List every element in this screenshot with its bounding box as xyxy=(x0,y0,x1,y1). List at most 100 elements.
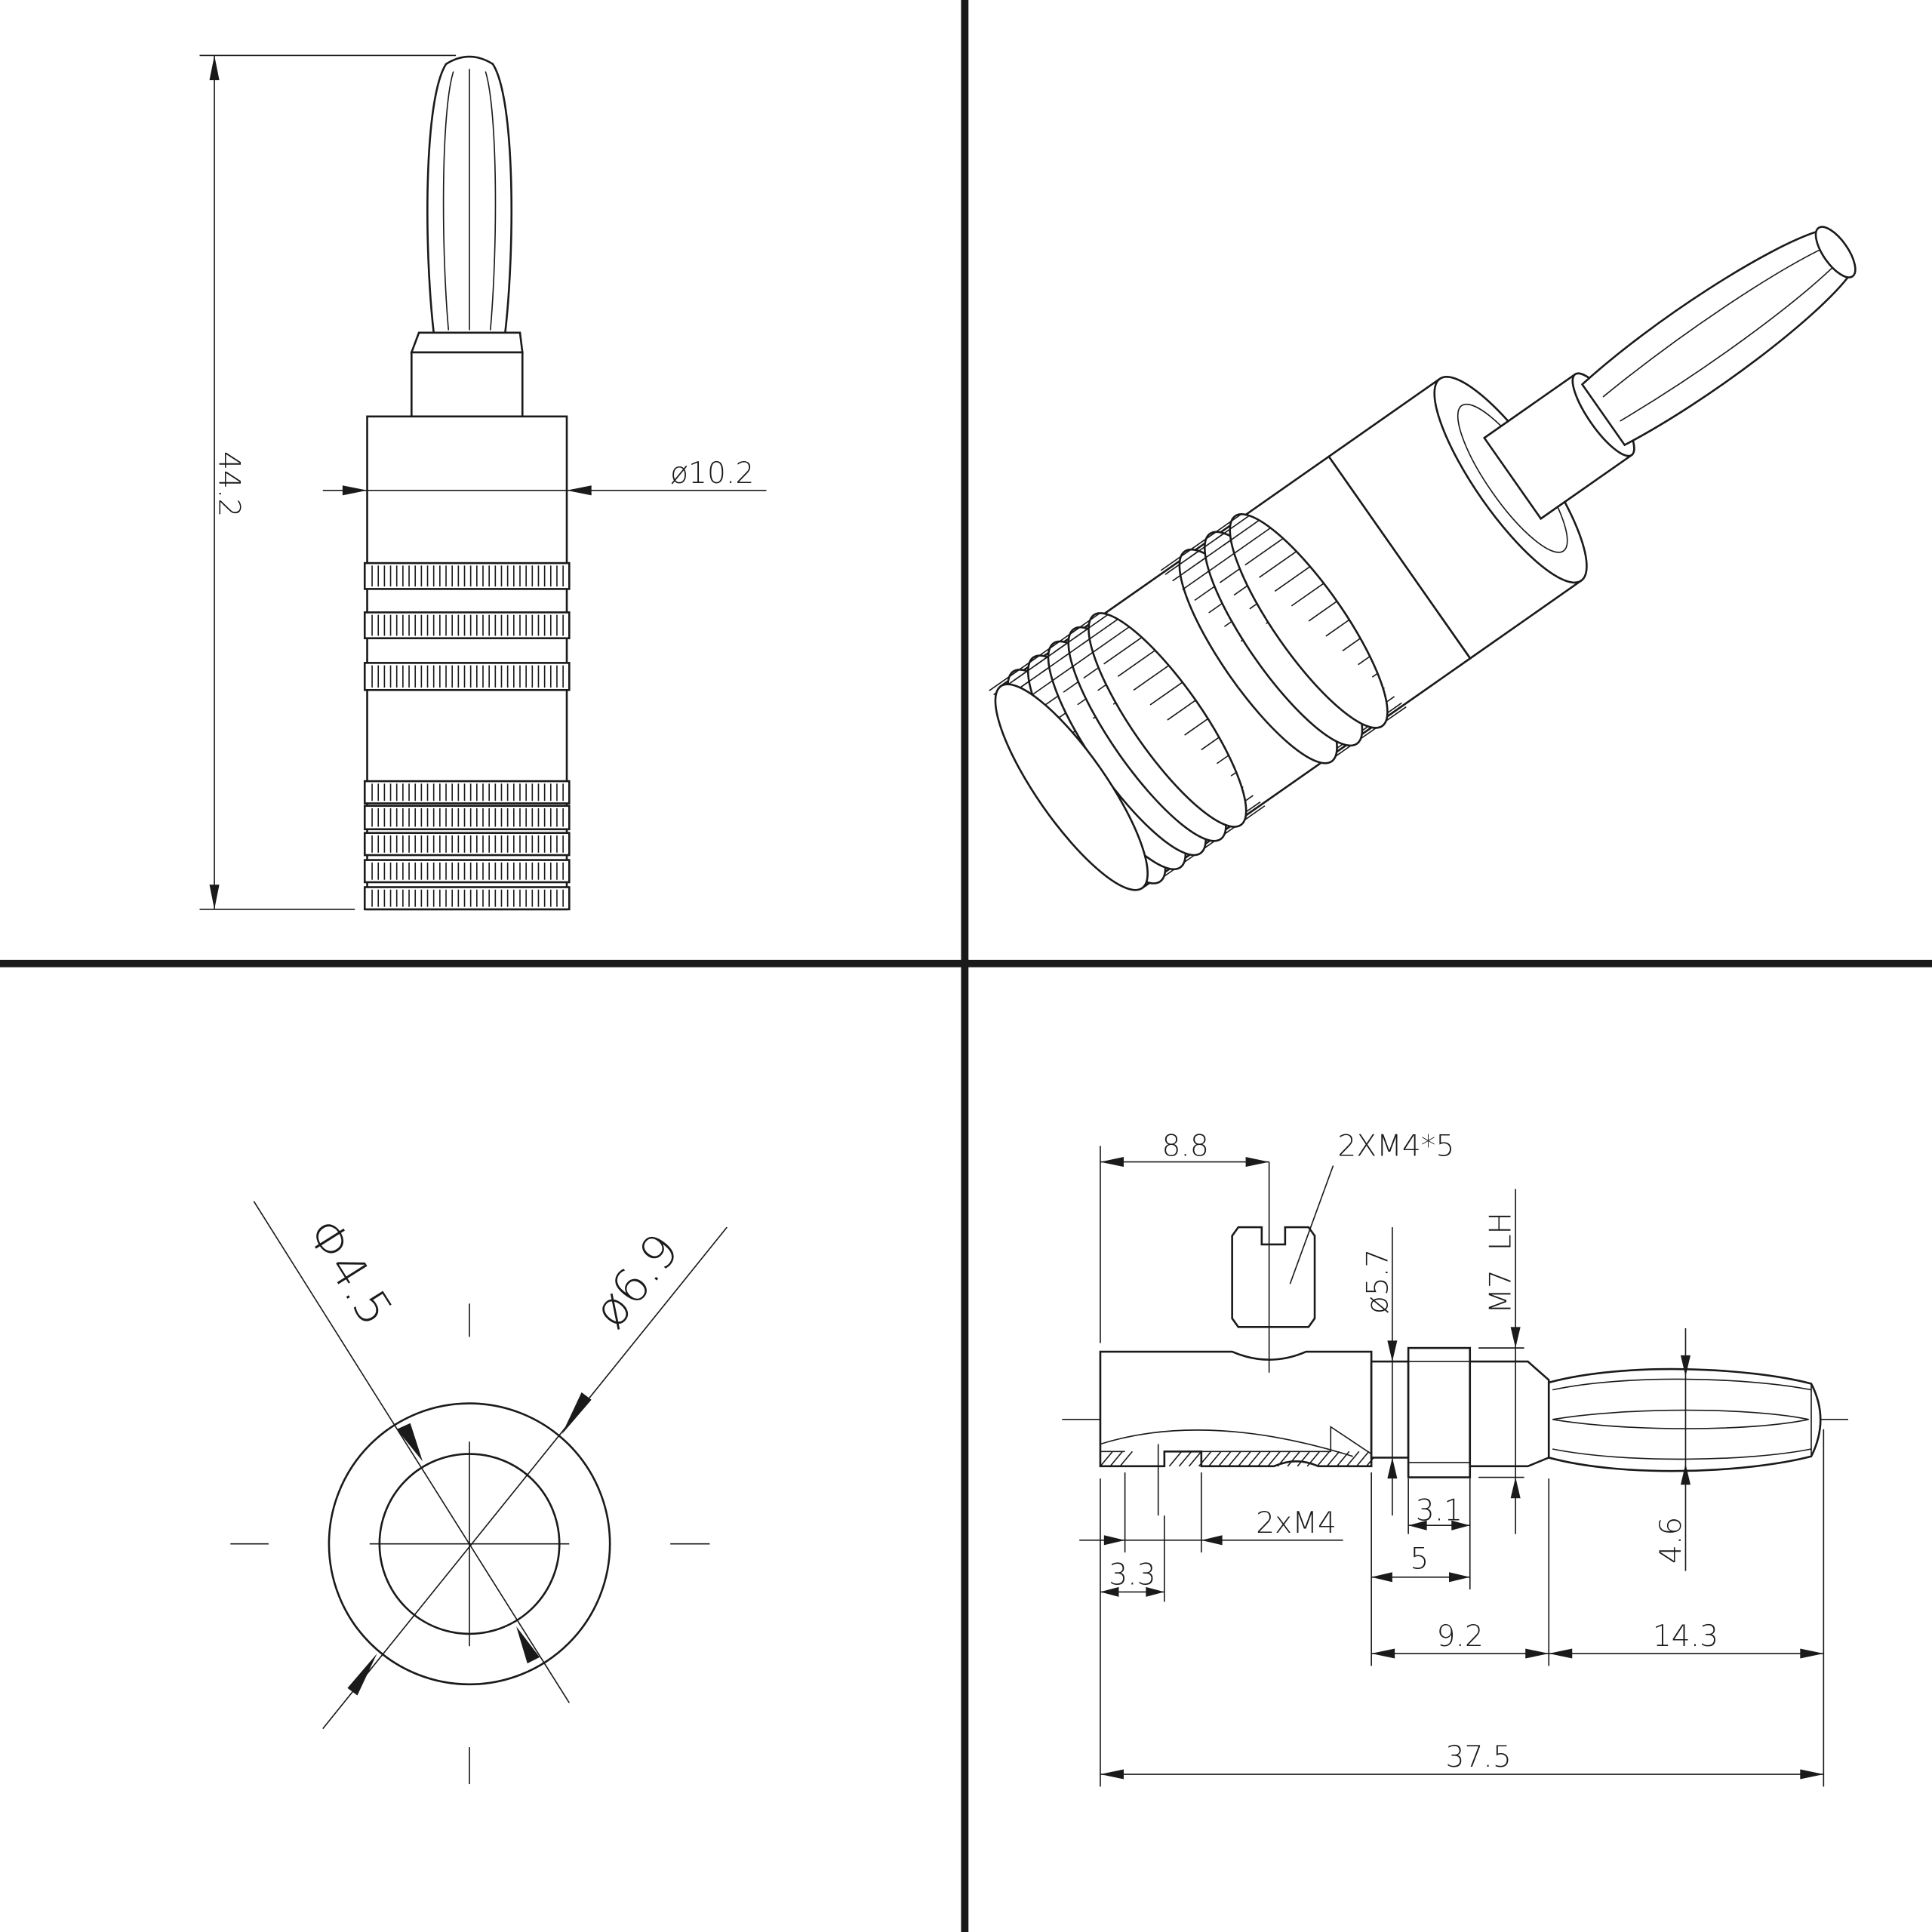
outer-diameter-label: ø6.9 xyxy=(582,1223,690,1338)
diameter-label: ø10.2 xyxy=(670,457,754,491)
iso-knurl-tooth xyxy=(1081,618,1118,645)
iso-knurl-tooth xyxy=(1232,527,1272,555)
front-view: 44.2 ø10.2 xyxy=(199,54,767,911)
arrowhead xyxy=(1525,1648,1549,1659)
iso-knurl-tooth xyxy=(1325,619,1350,637)
iso-knurl-tooth xyxy=(1216,755,1229,764)
hatch-line xyxy=(1100,1451,1113,1467)
arrowhead xyxy=(1451,1520,1470,1531)
hatch-line xyxy=(1346,1451,1360,1467)
stem xyxy=(411,351,524,418)
iso-knurl-tooth xyxy=(1358,656,1371,666)
arrowhead xyxy=(1549,1648,1573,1659)
arrowhead xyxy=(1371,1648,1395,1659)
iso-knurl-tooth xyxy=(1103,636,1143,665)
tapped-hole-label: 2xM4 xyxy=(1256,1506,1337,1540)
hatch-line xyxy=(1297,1451,1311,1467)
pin-collar xyxy=(410,331,524,354)
hatch-line xyxy=(1287,1451,1301,1467)
arrowhead xyxy=(1408,1520,1427,1531)
knurl-band xyxy=(363,561,571,590)
hatch-line xyxy=(1208,1451,1222,1467)
arrowhead xyxy=(1100,1157,1124,1168)
hatch-line xyxy=(1257,1451,1271,1467)
iso-knurl-tooth xyxy=(1184,718,1209,736)
hatch-line xyxy=(1238,1451,1251,1467)
dim-5-label: 5 xyxy=(1410,1542,1429,1576)
arrowhead xyxy=(1510,1477,1521,1499)
hatch-line xyxy=(1316,1451,1331,1467)
hatch-line xyxy=(1188,1451,1202,1467)
height-label: 44.2 xyxy=(212,451,246,517)
hatch-line xyxy=(1247,1451,1261,1467)
hatch-line xyxy=(1198,1451,1212,1467)
dim-3-1-label: 3.1 xyxy=(1416,1494,1463,1528)
dim-5-7-label: ø5.7 xyxy=(1361,1249,1395,1314)
hatch-line xyxy=(1178,1451,1192,1467)
iso-knurl-tooth xyxy=(1230,771,1237,777)
arrowhead xyxy=(1387,1340,1398,1362)
knurl-band xyxy=(363,859,571,884)
iso-knurl-tooth xyxy=(1241,786,1244,789)
hatch-line xyxy=(1306,1451,1321,1467)
arrowhead xyxy=(1201,1535,1223,1546)
thread-section xyxy=(1370,1360,1410,1459)
arrowhead xyxy=(1680,1355,1690,1377)
end-view: Φ4.5 ø6.9 xyxy=(230,1201,728,1785)
screw-leader xyxy=(1289,1165,1334,1284)
arrowhead xyxy=(1680,1463,1690,1485)
iso-pin-lines xyxy=(1602,246,1838,422)
hatch-line xyxy=(1336,1451,1350,1467)
inner-diameter-label: Φ4.5 xyxy=(296,1209,404,1336)
iso-knurl-tooth xyxy=(1386,706,1407,722)
arrowhead xyxy=(209,55,220,81)
iso-knurl-tooth xyxy=(1386,696,1395,703)
dim-37-5-label: 37.5 xyxy=(1446,1740,1512,1774)
iso-pin-tip xyxy=(1814,226,1857,278)
outer-circle xyxy=(328,1402,611,1686)
dim-14-3-label: 14.3 xyxy=(1653,1620,1718,1654)
hatch-line xyxy=(1326,1451,1340,1467)
iso-knurl-tooth xyxy=(1215,515,1250,540)
hatch-line xyxy=(1228,1451,1241,1467)
banana-pin xyxy=(1547,1367,1822,1472)
arrowhead xyxy=(1387,1457,1398,1479)
iso-knurl-tooth xyxy=(1291,583,1324,607)
section-hatch xyxy=(1100,1451,1380,1467)
iso-knurl-tooth xyxy=(1259,550,1297,578)
iso-knurl-tooth xyxy=(1091,626,1130,654)
arrowhead xyxy=(1146,1586,1164,1597)
dim-8-8-label: 8.8 xyxy=(1161,1129,1208,1163)
iso-knurl-tooth xyxy=(1244,805,1266,821)
iso-knurl-tooth xyxy=(1245,801,1261,813)
arrowhead xyxy=(1103,1535,1125,1546)
knurl-band xyxy=(363,780,571,804)
iso-knurl-tooth xyxy=(1371,672,1378,678)
dim-4-6-label: 4.6 xyxy=(1654,1517,1688,1564)
knurl-band xyxy=(363,662,571,691)
iso-knurl-tooth xyxy=(1274,566,1311,592)
nut xyxy=(1407,1346,1472,1478)
screw-label: 2XM4*5 xyxy=(1337,1129,1454,1163)
cable-bore xyxy=(1100,1429,1353,1457)
iso-knurl-tooth xyxy=(1342,638,1361,652)
iso-knurl-tooth xyxy=(1160,549,1192,571)
arrowhead xyxy=(1100,1769,1124,1780)
hatch-line xyxy=(1277,1451,1291,1467)
arrowhead xyxy=(396,1423,423,1462)
arrowhead xyxy=(1510,1327,1521,1349)
iso-knurl-tooth xyxy=(1244,537,1284,566)
iso-knurl-tooth xyxy=(1201,737,1220,751)
arrowhead xyxy=(567,485,592,496)
knurl-band xyxy=(363,832,571,857)
iso-knurl-tooth xyxy=(1211,513,1242,536)
iso-knurl-tooth xyxy=(1133,665,1170,691)
hatch-line xyxy=(1109,1451,1123,1467)
thread-label: M7 LH xyxy=(1484,1212,1518,1314)
section-edge xyxy=(1100,1426,1372,1455)
iso-end-cap xyxy=(994,683,1149,891)
set-screw xyxy=(1231,1226,1316,1328)
hatch-line xyxy=(1355,1451,1370,1467)
hatch-line xyxy=(1218,1451,1232,1467)
